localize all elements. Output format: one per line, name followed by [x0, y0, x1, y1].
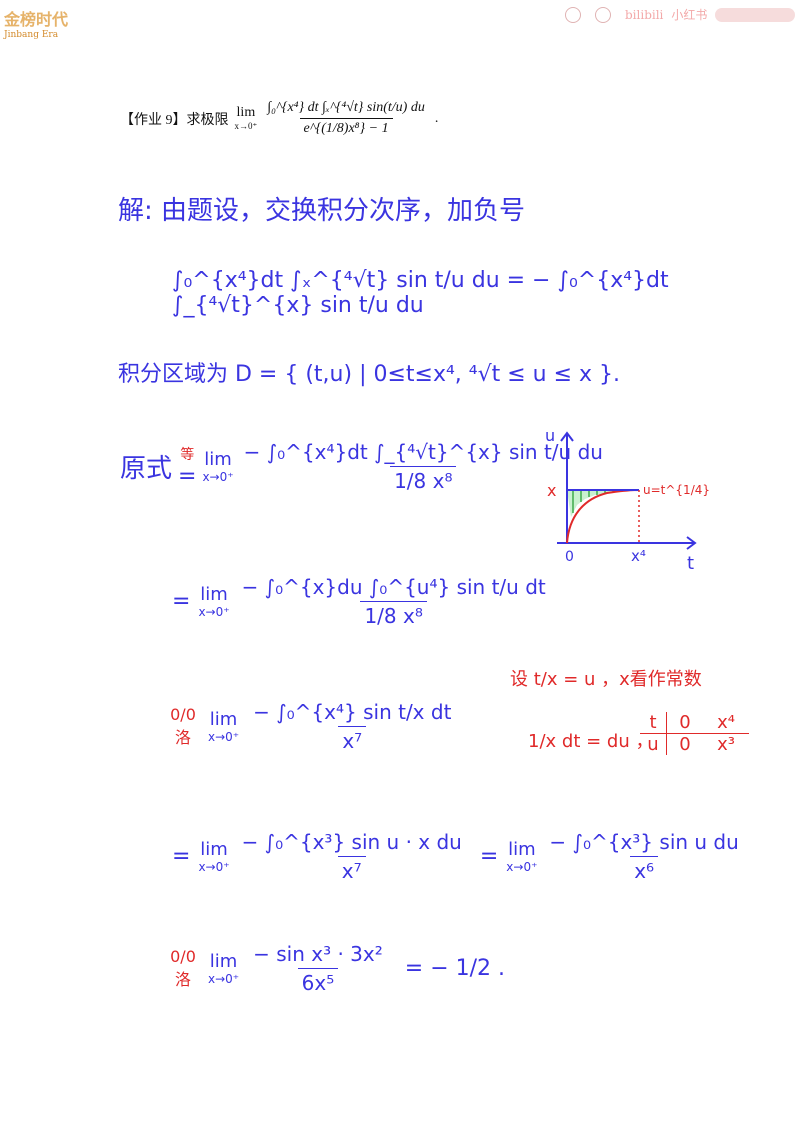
- solution-intro: 解: 由题设，交换积分次序，加负号: [118, 196, 526, 226]
- step-1: 原式 等 = lim x→0⁺ − ∫₀^{x⁴}dt ∫_{⁴√t}^{x} …: [120, 440, 607, 493]
- step-4b-fraction: − ∫₀^{x³} sin u du x⁶: [545, 830, 742, 883]
- substitution-note: 设 t/x = u ，x看作常数: [510, 669, 702, 690]
- step-3-lhopital-mark: 0/0 洛: [170, 705, 196, 747]
- step-4b-numerator: − ∫₀^{x³} sin u du: [549, 830, 739, 854]
- graph-label-x: x: [547, 481, 556, 500]
- step-3-lim: lim x→0⁺: [208, 709, 240, 744]
- step-1-numerator: − ∫₀^{x⁴}dt ∫_{⁴√t}^{x} sin t/u du: [243, 440, 603, 464]
- step-4b-denominator: x⁶: [630, 856, 659, 883]
- graph-curve-label: u=t^{1/4}: [643, 483, 710, 497]
- step-5: 0/0 洛 lim x→0⁺ − sin x³ · 3x² 6x⁵ = − 1/…: [168, 942, 505, 995]
- step-1-prefix: 原式: [120, 454, 173, 484]
- shaded-region: [567, 490, 639, 517]
- brand-name: 金榜时代: [4, 10, 69, 29]
- region-definition: 积分区域为 D = { (t,u) | 0≤t≤x⁴, ⁴√t ≤ u ≤ x …: [118, 362, 621, 387]
- weibo-icon: [565, 6, 581, 23]
- graph-axis-u: u: [545, 426, 555, 445]
- graph-origin: 0: [565, 549, 574, 565]
- step-2-numerator: − ∫₀^{x}du ∫₀^{u⁴} sin t/u dt: [241, 575, 546, 599]
- step-2-denominator: 1/8 x⁸: [360, 601, 427, 628]
- problem-numerator: ∫₀^{x⁴} dt ∫ₓ^{⁴√t} sin(t/u) du: [267, 100, 425, 115]
- final-result: = − 1/2 .: [404, 956, 506, 981]
- bilibili-label: bilibili: [625, 7, 664, 22]
- step-2-fraction: − ∫₀^{x}du ∫₀^{u⁴} sin t/u dt 1/8 x⁸: [238, 575, 550, 628]
- step-4b-lim: lim x→0⁺: [506, 839, 538, 874]
- problem-fraction: ∫₀^{x⁴} dt ∫ₓ^{⁴√t} sin(t/u) du e^{(1/8)…: [263, 100, 429, 137]
- step-4: = lim x→0⁺ − ∫₀^{x³} sin u · x du x⁷ = l…: [172, 830, 743, 883]
- step-5-lim: lim x→0⁺: [208, 951, 240, 986]
- problem-denominator: e^{(1/8)x⁸} − 1: [299, 118, 393, 137]
- limits-table: t 0 x⁴ u 0 x³: [640, 712, 749, 755]
- step-1-lim: lim x→0⁺: [202, 449, 234, 484]
- step-3-numerator: − ∫₀^{x⁴} sin t/x dt: [253, 700, 452, 724]
- problem-statement: 【作业 9】求极限 lim x→0⁺ ∫₀^{x⁴} dt ∫ₓ^{⁴√t} s…: [120, 100, 439, 137]
- step-2-lim: lim x→0⁺: [198, 584, 230, 619]
- search-pill: [715, 7, 796, 22]
- xiaohongshu-label: 小红书: [671, 8, 708, 22]
- step-3-denominator: x⁷: [338, 726, 367, 753]
- step-1-fraction: − ∫₀^{x⁴}dt ∫_{⁴√t}^{x} sin t/u du 1/8 x…: [240, 440, 607, 493]
- social-watermark: bilibili 小红书: [565, 6, 796, 23]
- problem-lim: lim x→0⁺: [234, 105, 258, 131]
- step-3-fraction: − ∫₀^{x⁴} sin t/x dt x⁷: [249, 700, 455, 753]
- tiktok-icon: [595, 6, 611, 23]
- step-4-denominator: x⁷: [337, 856, 366, 883]
- swap-equation: ∫₀^{x⁴}dt ∫ₓ^{⁴√t} sin t/u du = − ∫₀^{x⁴…: [172, 268, 669, 318]
- step-4-numerator: − ∫₀^{x³} sin u · x du: [241, 830, 462, 854]
- step-4-lim: lim x→0⁺: [198, 839, 230, 874]
- differential-note: 1/x dt = du ，: [528, 731, 654, 752]
- brand-logo: 金榜时代 Jinbang Era: [4, 6, 68, 40]
- step-5-numerator: − sin x³ · 3x²: [253, 942, 383, 966]
- step-1-eq-mark: 等: [180, 447, 195, 463]
- step-3: 0/0 洛 lim x→0⁺ − ∫₀^{x⁴} sin t/x dt x⁷: [168, 700, 455, 753]
- region-graph: u t x 0 x⁴ u=t^{1/4}: [545, 426, 710, 574]
- step-2: = lim x→0⁺ − ∫₀^{x}du ∫₀^{u⁴} sin t/u dt…: [172, 575, 550, 628]
- step-5-denominator: 6x⁵: [297, 968, 339, 995]
- brand-tag: Jinbang Era: [4, 30, 59, 40]
- step-5-fraction: − sin x³ · 3x² 6x⁵: [249, 942, 387, 995]
- problem-label: 【作业 9】求极限: [120, 112, 229, 128]
- step-4-fraction: − ∫₀^{x³} sin u · x du x⁷: [238, 830, 466, 883]
- step-5-lhopital-mark: 0/0 洛: [170, 947, 196, 989]
- graph-label-x4: x⁴: [631, 547, 646, 565]
- graph-axis-t: t: [687, 553, 694, 574]
- step-1-denominator: 1/8 x⁸: [390, 466, 457, 493]
